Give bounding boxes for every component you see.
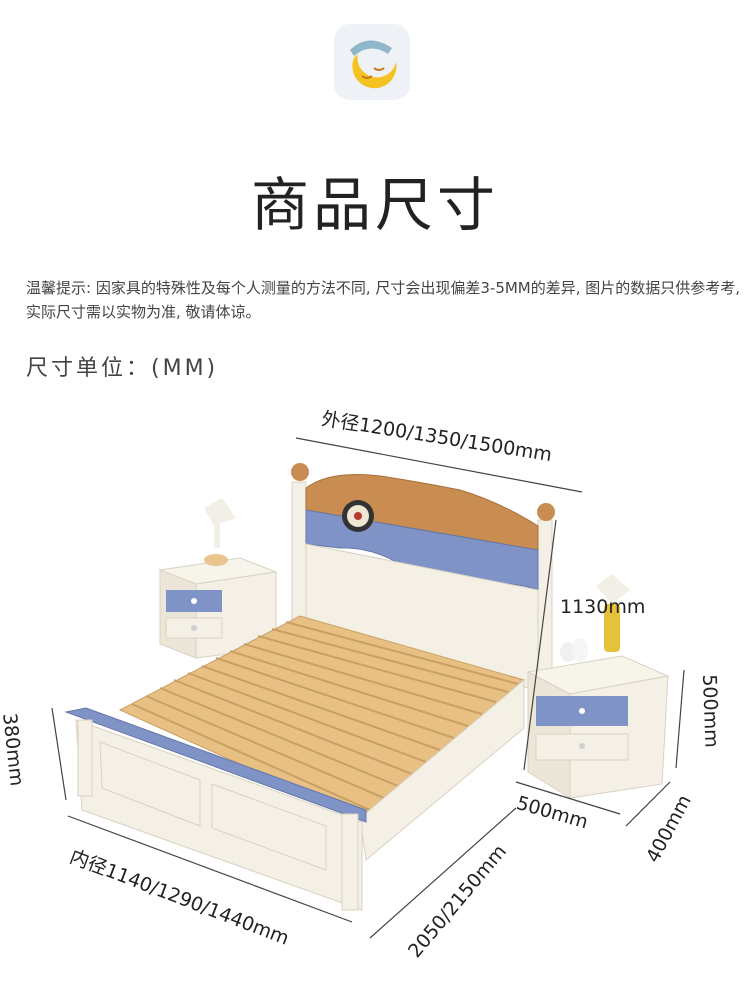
bed-slats	[118, 615, 526, 819]
nightstand-height-label: 500mm	[698, 674, 723, 749]
right-nightstand	[526, 574, 670, 799]
left-nightstand	[158, 498, 278, 659]
footboard	[64, 707, 367, 911]
unit-label: 尺寸单位：(MM)	[26, 356, 219, 381]
dimension-lines	[51, 437, 685, 939]
side-rail	[359, 678, 525, 861]
moon-logo	[334, 24, 410, 100]
headboard-height-label: 1130mm	[560, 596, 646, 618]
bed-illustration	[51, 437, 685, 939]
page-title: 商品尺寸	[250, 171, 499, 239]
moon-logo-icon	[350, 40, 397, 89]
measurement-notice: 温馨提示: 因家具的特殊性及每个人测量的方法不同, 尺寸会出现偏差3-5MM的差…	[26, 279, 741, 321]
product-scene: 外径1200/1350/1500mm 1130mm 380mm 内径1140/1…	[0, 390, 750, 1000]
